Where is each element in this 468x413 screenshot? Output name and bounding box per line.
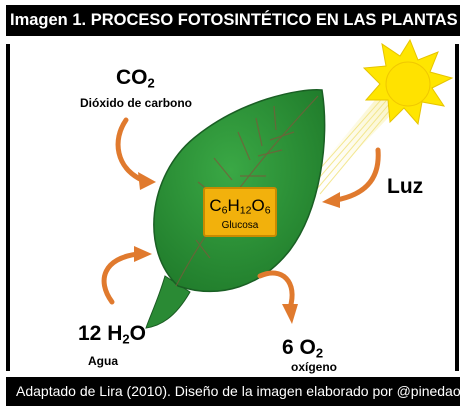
oxygen-subscript: 2: [315, 345, 324, 361]
arrow-water-in: [101, 246, 152, 305]
oxygen-name: oxígeno: [291, 360, 338, 374]
right-border: [455, 44, 459, 371]
glucose-c-sub: 6: [221, 204, 228, 217]
glucose-box: C6H12O6 Glucosa: [203, 187, 277, 237]
left-border: [6, 44, 10, 371]
co2-base: CO: [116, 66, 148, 89]
water-tail: O: [129, 322, 146, 345]
glucose-o: O: [251, 196, 265, 215]
sun-ray-lines: [309, 91, 401, 195]
water-name: Agua: [88, 354, 118, 368]
arrow-light-in: [322, 147, 381, 208]
diagram-caption: Adaptado de Lira (2010). Diseño de la im…: [6, 377, 468, 406]
oxygen-formula: 6 O2: [282, 336, 323, 360]
water-formula: 12 H2O: [78, 322, 146, 346]
oxygen-coef: 6 O: [282, 336, 316, 359]
water-subscript: 2: [122, 331, 130, 347]
glucose-formula: C6H12O6: [205, 196, 275, 217]
leaf-stem: [145, 275, 191, 329]
glucose-h-sub: 12: [239, 204, 252, 217]
light-label: Luz: [387, 175, 424, 198]
glucose-h: H: [227, 196, 240, 215]
water-coef: 12 H: [78, 322, 123, 345]
glucose-name: Glucosa: [221, 219, 259, 231]
arrow-oxygen-out: [257, 270, 298, 324]
glucose-c: C: [209, 196, 222, 215]
arrow-co2-in: [115, 117, 156, 190]
glucose-o-sub: 6: [264, 204, 271, 217]
diagram-title: Imagen 1. PROCESO FOTOSINTÉTICO EN LAS P…: [6, 5, 460, 36]
co2-name: Dióxido de carbono: [80, 96, 193, 110]
co2-formula: CO2: [116, 66, 155, 90]
co2-subscript: 2: [147, 75, 155, 91]
sun-icon: [362, 38, 454, 126]
